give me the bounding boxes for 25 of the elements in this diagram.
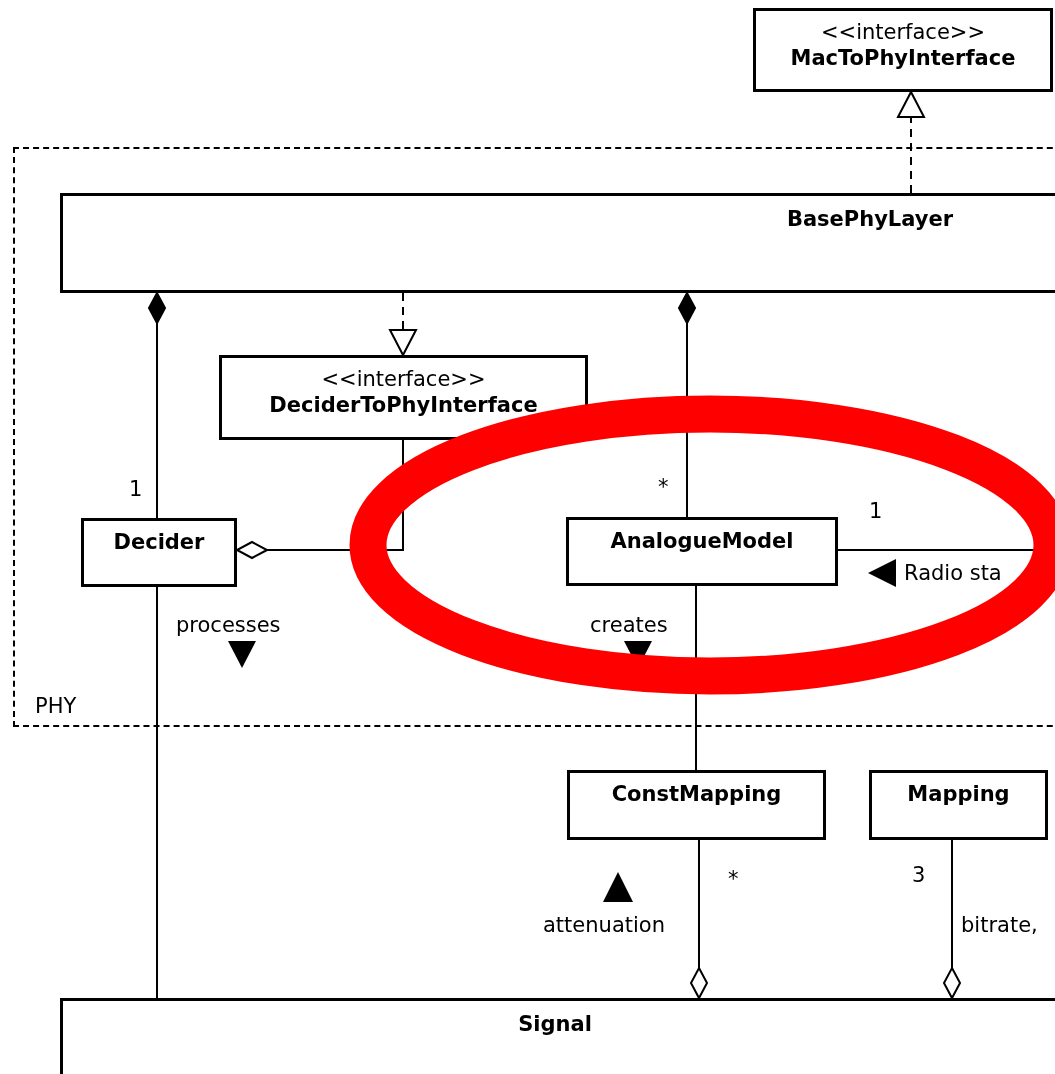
class-name: Decider	[113, 529, 205, 555]
class-name: ConstMapping	[611, 781, 782, 807]
association-line	[943, 839, 961, 999]
class-box	[869, 770, 1048, 840]
association-line	[690, 839, 708, 999]
class-name: MacToPhyInterface	[790, 45, 1016, 71]
class-name: BasePhyLayer	[786, 206, 954, 232]
realization-arrow	[897, 91, 925, 194]
package-frame	[13, 147, 1055, 727]
stereotype-label: <<interface>>	[820, 19, 985, 45]
class-name: DeciderToPhyInterface	[269, 392, 538, 418]
package-name: PHY	[35, 693, 77, 719]
interface-box	[219, 355, 588, 440]
class-name: AnalogueModel	[610, 528, 794, 554]
class-box	[567, 770, 826, 840]
stereotype-label: <<interface>>	[321, 366, 486, 392]
class-box	[60, 193, 1055, 293]
class-name: Mapping	[907, 781, 1010, 807]
realization-arrow	[389, 292, 417, 356]
class-box	[566, 517, 838, 586]
association-line	[156, 586, 158, 999]
class-name: Signal	[518, 1011, 592, 1037]
association-line	[148, 292, 166, 519]
interface-box	[753, 8, 1053, 92]
class-box	[81, 518, 237, 587]
